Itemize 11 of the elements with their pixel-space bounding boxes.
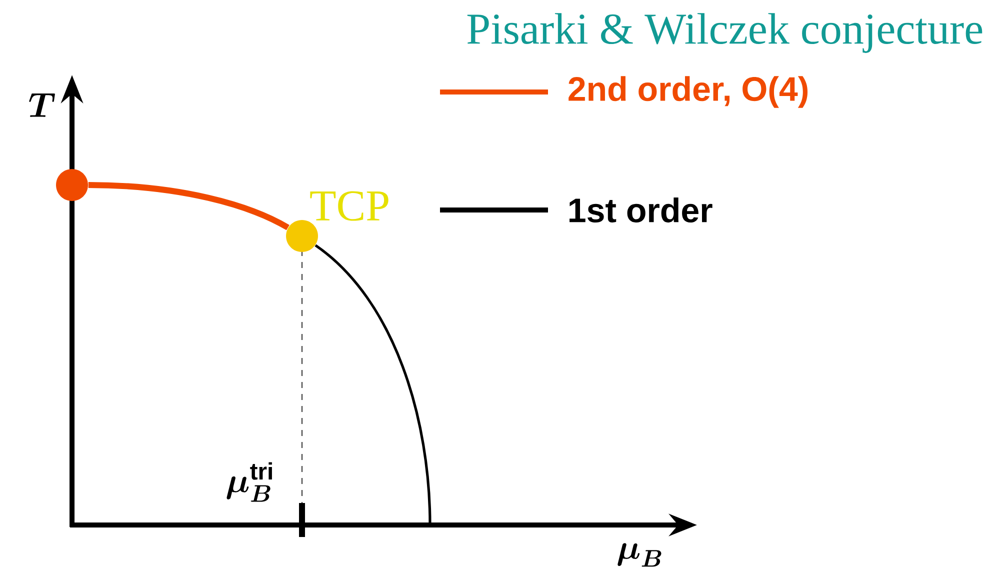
title: Pisarki & Wilczek conjecture	[467, 13, 982, 53]
phase-curve	[314, 244, 432, 526]
legend-text: 1st order	[570, 198, 712, 222]
axis-label: $\boldsymbol{T}$	[29, 94, 55, 117]
legend-text: 2nd order, O(4)	[568, 76, 808, 108]
point-marker	[56, 169, 88, 201]
point-label: TCP	[310, 191, 388, 221]
axis-label: $\boldsymbol{\mu}_{\boldsymbol{B}}^{\mathbf{tri}}$	[226, 462, 272, 502]
point-marker	[286, 220, 318, 252]
axis-label: $\boldsymbol{\mu}_{\boldsymbol{B}}$	[618, 543, 662, 567]
phase-curve	[88, 182, 290, 230]
